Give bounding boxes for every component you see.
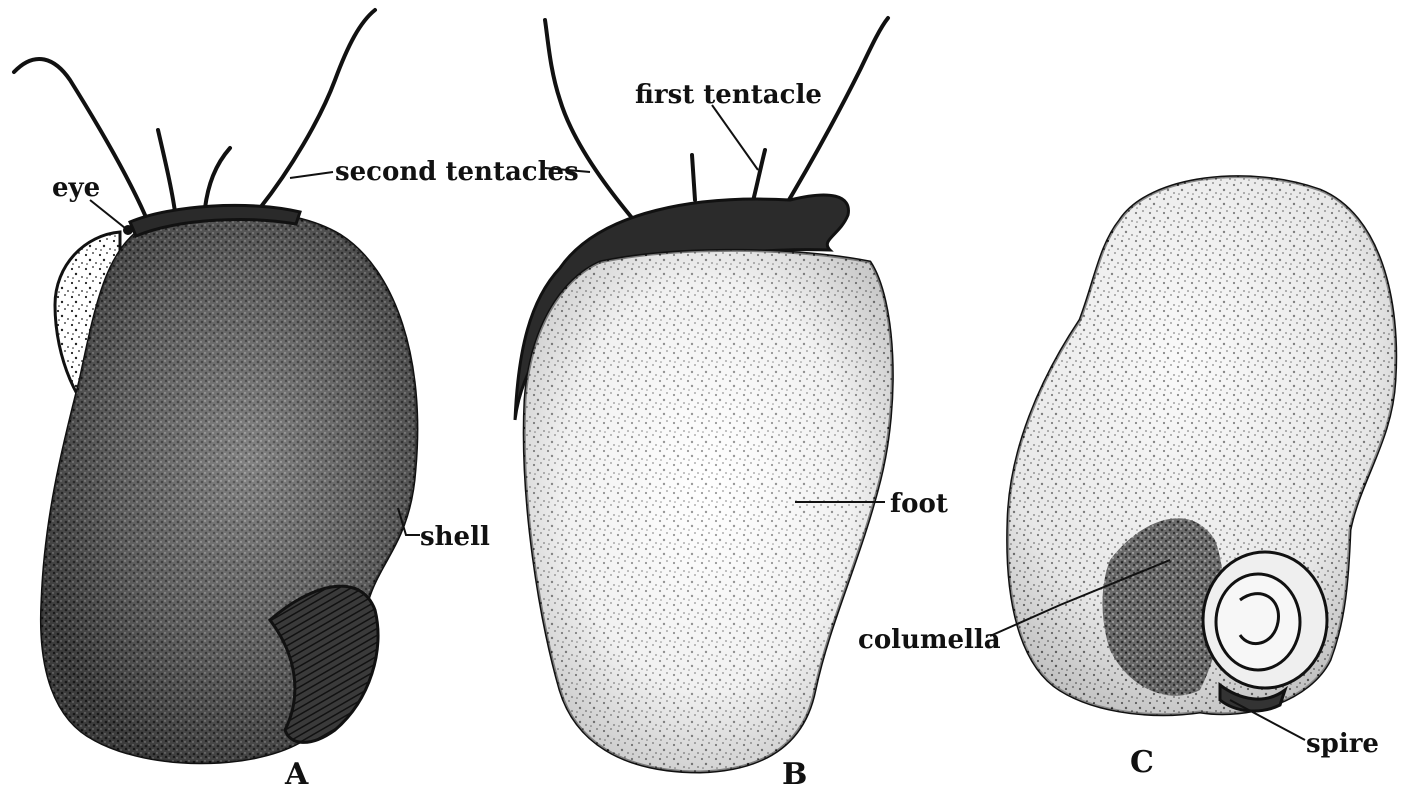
tentacle-b-right bbox=[780, 18, 888, 215]
specimen-a bbox=[14, 10, 417, 763]
tentacle-a-mid bbox=[205, 148, 230, 208]
tentacle-a-mid-left bbox=[158, 130, 175, 212]
label-columella: columella bbox=[858, 625, 1001, 655]
specimen-c bbox=[1008, 177, 1396, 715]
leader-second-tentacles-a bbox=[290, 172, 333, 178]
tentacle-b-mid-left bbox=[692, 155, 695, 200]
leader-first-tentacle bbox=[712, 105, 758, 170]
tentacle-b-left bbox=[545, 20, 655, 245]
label-eye: eye bbox=[52, 173, 100, 203]
caption-a: A bbox=[284, 757, 309, 790]
label-second-tentacles: second tentacles bbox=[335, 157, 579, 187]
label-first-tentacle: first tentacle bbox=[635, 80, 822, 110]
label-shell: shell bbox=[420, 522, 490, 552]
spire-mid-whorl bbox=[1216, 574, 1300, 670]
tentacle-b-mid bbox=[752, 150, 765, 205]
caption-c: C bbox=[1130, 745, 1154, 780]
label-spire: spire bbox=[1306, 729, 1379, 759]
specimen-b bbox=[515, 18, 892, 772]
label-foot: foot bbox=[890, 489, 948, 519]
caption-b: B bbox=[782, 757, 807, 790]
leader-eye bbox=[90, 200, 125, 228]
foot-b-texture bbox=[524, 250, 892, 772]
